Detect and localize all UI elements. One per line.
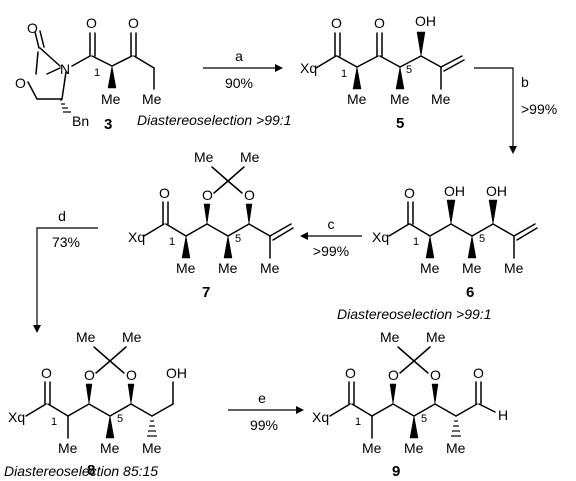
me-label: Me [260, 260, 280, 276]
atom-o-ketone: O [128, 15, 139, 31]
me-label: Me [390, 91, 410, 107]
step-a-label: a [235, 48, 243, 64]
atom-o-aldehyde: O [473, 365, 484, 381]
me-label: Me [100, 440, 120, 456]
step-c-label: c [328, 216, 335, 232]
atom-o: O [345, 365, 356, 381]
arrow-d [33, 227, 98, 333]
compound-3-label: 3 [104, 116, 112, 133]
compound-3-structure [27, 30, 155, 113]
compound-6-structure [388, 199, 538, 259]
arrow-b [474, 67, 517, 154]
locant-5: 5 [117, 413, 123, 425]
atom-h: H [498, 407, 508, 423]
diastereoselection-5: Diastereoselection >99:1 [137, 112, 292, 128]
arrow-c [300, 232, 362, 240]
me-label: Me [404, 440, 424, 456]
me-label: Me [142, 91, 162, 107]
step-c-yield: >99% [313, 243, 349, 259]
me-label: Me [218, 260, 238, 276]
step-b-yield: >99% [521, 101, 557, 117]
oh-label: OH [486, 183, 507, 199]
me-label: Me [431, 91, 451, 107]
me-label: Me [58, 440, 78, 456]
atom-o-ring: O [244, 187, 255, 203]
atom-o: O [404, 185, 415, 201]
step-d-yield: 73% [52, 234, 80, 250]
compound-7-label: 7 [202, 284, 210, 301]
me-label: Me [122, 329, 142, 345]
me-label: Me [76, 329, 96, 345]
xq-label: Xq [300, 60, 317, 76]
atom-o-ring: O [15, 75, 26, 91]
compound-5-label: 5 [396, 115, 404, 132]
atom-o-ring: O [388, 367, 399, 383]
me-label: Me [380, 329, 400, 345]
locant-5: 5 [406, 64, 412, 76]
me-label: Me [462, 260, 482, 276]
me-label: Me [446, 440, 466, 456]
atom-o-ring: O [430, 367, 441, 383]
step-d-label: d [58, 208, 66, 224]
compound-5-structure [315, 31, 465, 90]
compound-8-structure [25, 346, 174, 439]
step-a-yield: 90% [225, 75, 253, 91]
locant-1: 1 [94, 67, 100, 79]
atom-o-ring: O [126, 367, 137, 383]
diastereoselection-6: Diastereoselection >99:1 [337, 306, 492, 322]
atom-o-acyl: O [86, 15, 97, 31]
compound-6-label: 6 [466, 284, 474, 301]
arrow-e [228, 406, 304, 414]
me-label: Me [142, 440, 162, 456]
atom-o: O [159, 185, 170, 201]
oh-label: OH [166, 365, 187, 381]
me-label: Me [194, 149, 214, 165]
compound-7-structure [143, 166, 294, 259]
compound-9-structure [329, 346, 496, 439]
xq-label: Xq [128, 229, 145, 245]
me-label: Me [101, 91, 121, 107]
atom-o-ring: O [84, 367, 95, 383]
locant-5: 5 [421, 413, 427, 425]
arrow-a [203, 64, 283, 72]
bn-label: Bn [72, 113, 89, 129]
atom-o: O [374, 15, 385, 31]
me-label: Me [240, 149, 260, 165]
locant-5: 5 [235, 233, 241, 245]
locant-1: 1 [413, 236, 419, 248]
me-label: Me [504, 260, 524, 276]
locant-1: 1 [341, 68, 347, 80]
atom-o: O [41, 365, 52, 381]
xq-label: Xq [372, 229, 389, 245]
me-label: Me [362, 440, 382, 456]
atom-o-carbonyl: O [27, 20, 38, 36]
oh-label: OH [415, 13, 436, 29]
xq-label: Xq [8, 409, 25, 425]
atom-n: N [60, 61, 70, 77]
locant-1: 1 [51, 416, 57, 428]
me-label: Me [347, 91, 367, 107]
me-label: Me [176, 260, 196, 276]
me-label: Me [420, 260, 440, 276]
locant-1: 1 [169, 236, 175, 248]
locant-1: 1 [355, 416, 361, 428]
locant-5: 5 [479, 233, 485, 245]
me-label: Me [426, 329, 446, 345]
step-b-label: b [521, 74, 529, 90]
atom-o-ring: O [202, 187, 213, 203]
xq-label: Xq [312, 409, 329, 425]
step-e-yield: 99% [250, 417, 278, 433]
atom-o: O [331, 15, 342, 31]
compound-9-label: 9 [392, 463, 400, 480]
oh-label: OH [444, 183, 465, 199]
diastereoselection-8: Diastereoselection 85:15 [4, 463, 158, 479]
step-e-label: e [258, 390, 266, 406]
compound-8-label: 8 [87, 462, 95, 479]
